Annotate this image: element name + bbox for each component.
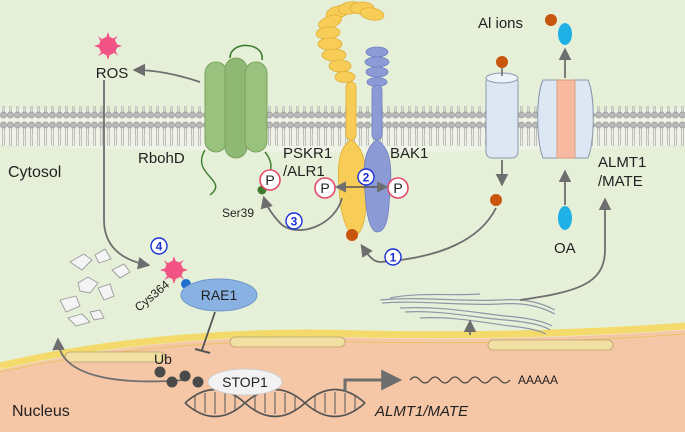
nuclear-envelope (0, 322, 685, 370)
gene-label: ALMT1/MATE (374, 403, 469, 420)
step-1-badge: 1 (384, 248, 402, 266)
svg-text:P: P (320, 180, 329, 196)
nucleus-label: Nucleus (12, 403, 70, 420)
al-ion-outside (496, 56, 508, 68)
rbohd-label: RbohD (138, 150, 185, 167)
degraded-fragments (59, 248, 131, 327)
stop1-label: STOP1 (222, 374, 268, 390)
mate-label: /MATE (598, 173, 643, 190)
almt1-mate-transporter (537, 79, 594, 159)
rae1-inhibit-bar (194, 348, 211, 354)
almt-synthesis-arrow (519, 197, 612, 301)
al-transporter (485, 72, 519, 159)
ros-release-arrow (132, 63, 201, 83)
mrna-strand (409, 376, 511, 384)
ub-label: Ub (154, 351, 172, 367)
svg-text:P: P (265, 172, 274, 188)
transcription-arrow (343, 369, 403, 392)
phospho-bak1: P (387, 177, 409, 199)
rae1-inhibit-line (201, 311, 216, 351)
rbohd-channel (200, 44, 272, 196)
nucleus (0, 322, 685, 432)
ros-burst-icon (94, 32, 122, 60)
ubiquitin-chain (154, 366, 204, 388)
bak1-label: BAK1 (390, 145, 428, 162)
pskr1-label: PSKR1 (283, 145, 332, 162)
svg-text:2: 2 (363, 171, 370, 185)
rae1-label: RAE1 (201, 287, 238, 303)
polya-label: AAAAA (518, 373, 558, 387)
step3-arrow (260, 195, 343, 231)
ros-label: ROS (96, 65, 129, 82)
svg-text:4: 4 (156, 240, 163, 254)
stop1-protein (207, 368, 283, 396)
step-3-badge: 3 (285, 212, 303, 230)
svg-text:1: 1 (390, 251, 397, 265)
ros-on-rae1-icon (160, 256, 188, 284)
phospho-pskr1: P (314, 177, 336, 199)
step-4-badge: 4 (150, 237, 168, 255)
oa-molecule-inside (558, 206, 572, 230)
degradation-arrow (52, 337, 186, 383)
protein-synthesis-bundle (379, 293, 556, 335)
ros-to-rae1-arrow (103, 80, 151, 270)
svg-text:P: P (393, 180, 402, 196)
cytosol-label: Cytosol (8, 164, 61, 181)
alr1-label: /ALR1 (283, 163, 325, 180)
al-ions-label: Al ions (478, 15, 523, 32)
al-ion-inside (490, 194, 502, 206)
oa-label: OA (554, 240, 576, 257)
almt1-label: ALMT1 (598, 154, 646, 171)
svg-text:3: 3 (291, 215, 298, 229)
phospho-rbohd: P (259, 169, 281, 191)
al-oa-complex (545, 14, 572, 45)
pskr1-al-binding-site (346, 229, 358, 241)
step-2-badge: 2 (357, 168, 375, 186)
ser39-label: Ser39 (222, 206, 254, 220)
rae1-protein (180, 278, 258, 312)
